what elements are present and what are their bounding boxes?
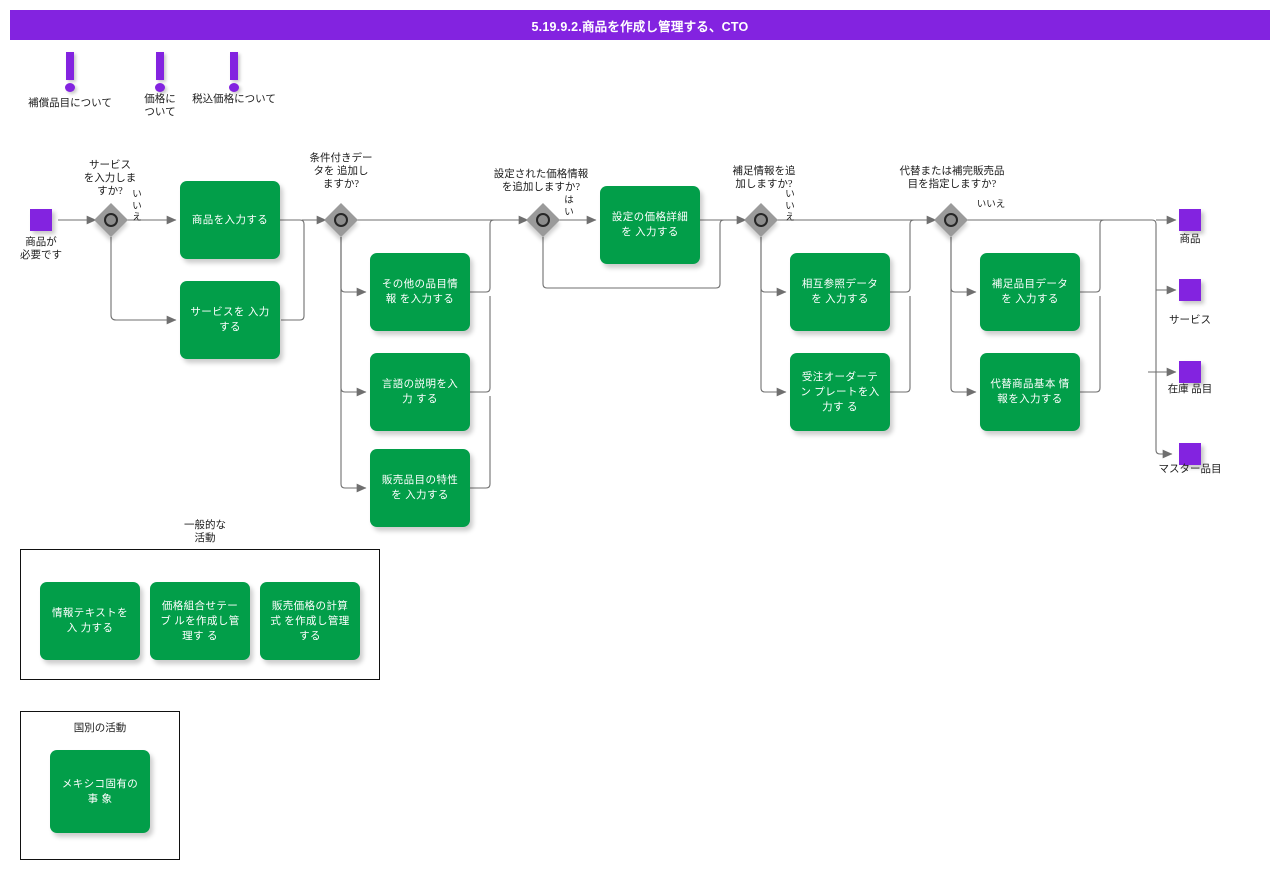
branch-label-4: い い え: [785, 190, 795, 223]
exclamation-dot-icon: [65, 83, 75, 92]
process-language-description[interactable]: 言語の説明を入力 する: [370, 353, 470, 431]
end-node-label-inventory: 在庫 品目: [1167, 384, 1213, 395]
decision-ring-icon: [944, 213, 958, 227]
process-cross-reference-data[interactable]: 相互参照データを 入力する: [790, 253, 890, 331]
decision-conditional-data[interactable]: [324, 203, 358, 237]
decision-ring-icon: [104, 213, 118, 227]
exclamation-icon: [156, 52, 164, 80]
page-title: 5.19.9.2.商品を作成し管理する、CTO: [10, 10, 1270, 40]
process-enter-product[interactable]: 商品を入力する: [180, 181, 280, 259]
note-label-2: 価格に ついて: [144, 94, 176, 118]
branch-label-3: は い: [564, 196, 574, 218]
decision-label-4: 補足情報を追 加しますか?: [732, 166, 796, 190]
branch-label-1: い い え: [132, 190, 142, 223]
group-frame-general: [20, 549, 380, 680]
group-item-mexico-specific[interactable]: メキシコ固有の事 象: [50, 750, 150, 833]
process-other-item-info[interactable]: その他の品目情報 を入力する: [370, 253, 470, 331]
process-enter-service[interactable]: サービスを 入力する: [180, 281, 280, 359]
group-item-info-text[interactable]: 情報テキストを入 力する: [40, 582, 140, 660]
group-item-price-matrix[interactable]: 価格組合せテーブ ルを作成し管理す る: [150, 582, 250, 660]
end-node-master-item[interactable]: [1179, 443, 1201, 465]
group-frame-country: [20, 711, 180, 860]
exclamation-icon: [66, 52, 74, 80]
note-label-1: 補償品目について: [28, 98, 112, 109]
group-title-general: 一般的な 活動: [184, 520, 226, 544]
process-sales-item-attributes[interactable]: 販売品目の特性を 入力する: [370, 449, 470, 527]
end-node-inventory-item[interactable]: [1179, 361, 1201, 383]
start-node[interactable]: [30, 209, 52, 231]
decision-label-5: 代替または補完販売品 目を指定しますか?: [899, 166, 1005, 190]
decision-label-1: サービス を入力しま すか?: [83, 160, 137, 197]
exclamation-dot-icon: [155, 83, 165, 92]
decision-ring-icon: [754, 213, 768, 227]
end-node-label-master: マスター品目: [1158, 464, 1222, 475]
decision-label-3: 設定された価格情報 を追加しますか?: [493, 169, 589, 193]
process-configured-price-details[interactable]: 設定の価格詳細を 入力する: [600, 186, 700, 264]
exclamation-icon: [230, 52, 238, 80]
process-order-template[interactable]: 受注オーダーテン プレートを入力す る: [790, 353, 890, 431]
decision-service-input[interactable]: [94, 203, 128, 237]
exclamation-dot-icon: [229, 83, 239, 92]
decision-ring-icon: [334, 213, 348, 227]
group-item-price-formula[interactable]: 販売価格の計算式 を作成し管理する: [260, 582, 360, 660]
decision-ring-icon: [536, 213, 550, 227]
decision-supplementary-info[interactable]: [744, 203, 778, 237]
branch-label-5: いいえ: [976, 200, 1006, 210]
decision-configured-price[interactable]: [526, 203, 560, 237]
group-title-country: 国別の活動: [73, 723, 127, 734]
process-supplementary-item-data[interactable]: 補足品目データを 入力する: [980, 253, 1080, 331]
note-label-3: 税込価格について: [192, 94, 276, 105]
end-node-service[interactable]: [1179, 279, 1201, 301]
decision-alternative-items[interactable]: [934, 203, 968, 237]
end-node-label-product: 商品: [1179, 234, 1201, 245]
end-node-label-service: サービス: [1169, 315, 1211, 326]
process-alternative-product-basic[interactable]: 代替商品基本 情報を入力する: [980, 353, 1080, 431]
decision-label-2: 条件付きデー タを 追加し ますか?: [309, 153, 373, 190]
start-node-label: 商品が 必要です: [20, 237, 62, 261]
end-node-product[interactable]: [1179, 209, 1201, 231]
